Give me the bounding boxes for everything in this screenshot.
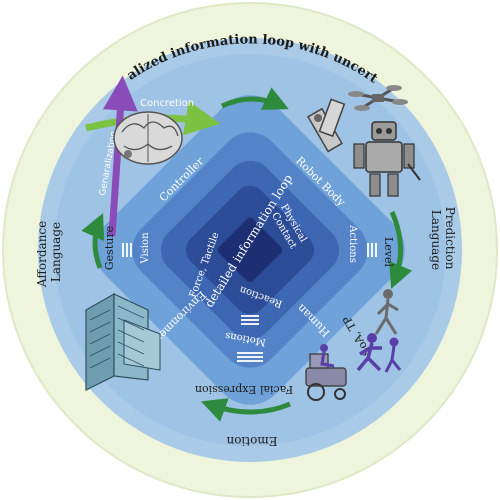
actions-label: Actions	[347, 224, 358, 263]
robot-icon	[353, 121, 421, 197]
generalization-arrow	[102, 75, 138, 237]
corner-bars-bottom	[237, 315, 263, 362]
prediction-language-label: Prediction Language	[429, 207, 457, 274]
wheelchair-icon	[305, 344, 347, 401]
green-arrow-bottom	[200, 398, 291, 422]
green-arrow-left	[81, 213, 105, 269]
green-arrow-top	[220, 87, 289, 110]
brain-icon	[113, 111, 183, 165]
facial-expression-label: Facial Expression	[195, 383, 293, 396]
drone-icon	[348, 85, 408, 111]
vision-label: Vision	[140, 232, 151, 265]
human-figures-icon	[356, 289, 402, 373]
gesture-label: Gesture	[103, 226, 116, 270]
corner-bars-left	[122, 243, 132, 257]
emotion-label: Emotion	[226, 434, 277, 448]
building-icon	[85, 292, 161, 391]
affordance-language-label: Affordance Language	[35, 217, 63, 288]
concretion-label: Concretion	[140, 98, 194, 109]
green-arrow-right	[389, 210, 413, 289]
core-square	[217, 217, 283, 283]
level-label: Level	[382, 237, 395, 268]
corner-bars-right	[367, 243, 377, 257]
robot-arm-icon	[307, 98, 346, 153]
